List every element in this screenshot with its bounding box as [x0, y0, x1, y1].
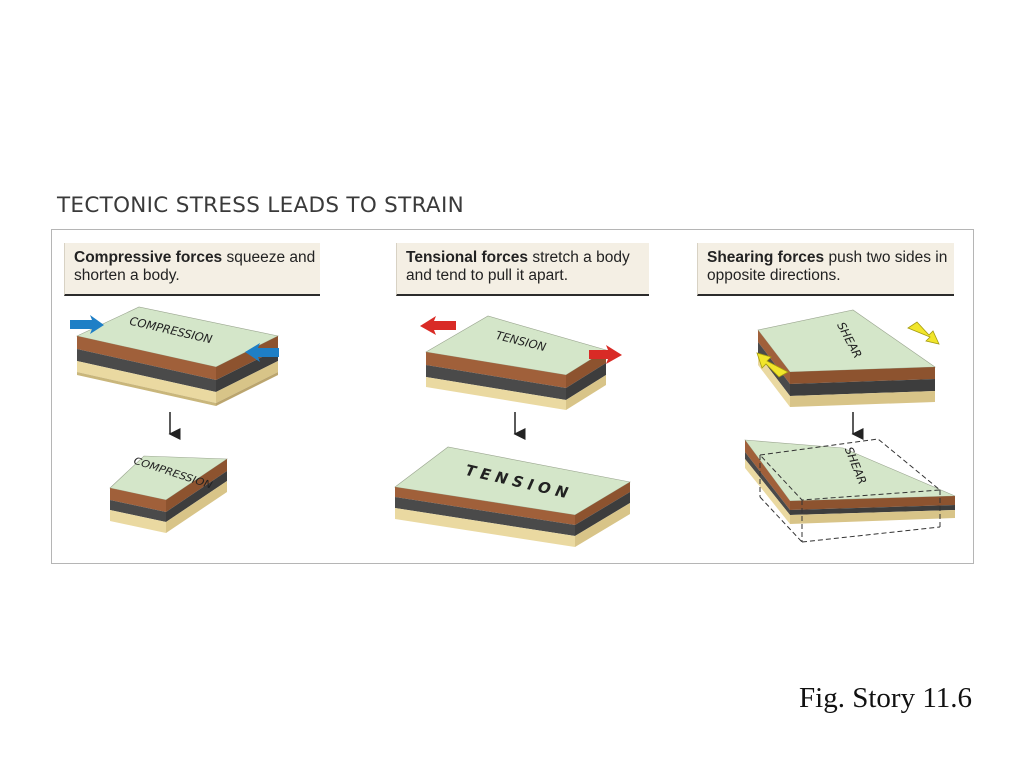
tension-caption: Tensional forces stretch a body and tend… — [396, 243, 649, 296]
diagram-title: TECTONIC STRESS LEADS TO STRAIN — [57, 193, 464, 218]
tension-block-before — [425, 315, 607, 410]
shear-outline-edge-5 — [759, 496, 803, 543]
tension-arrow-right — [589, 345, 622, 364]
compression-arrow-left — [70, 315, 104, 334]
shear-caption-text: push two sides in opposite directions. — [707, 249, 948, 284]
compression-caption-bold: Compressive forces — [74, 249, 223, 266]
shear-arrow-top — [907, 321, 940, 345]
shear-block-after — [744, 439, 956, 524]
shear-arrow-bottom — [756, 352, 789, 378]
shear-caption-bold: Shearing forces — [707, 249, 825, 266]
shear-outline-edge-4 — [801, 526, 941, 543]
tension-arrow-left — [420, 316, 456, 335]
tension-caption-text: stretch a body and tend to pull it apart… — [406, 249, 630, 284]
tension-block-after — [394, 446, 631, 547]
compression-block-before — [76, 306, 279, 406]
shear-caption: Shearing forces push two sides in opposi… — [697, 243, 954, 296]
compression-arrow-right — [245, 343, 279, 362]
compression-caption-text: squeeze and shorten a body. — [74, 249, 316, 284]
compression-block-after — [109, 455, 228, 533]
tension-caption-bold: Tensional forces — [406, 249, 529, 266]
figure-caption: Fig. Story 11.6 — [799, 682, 972, 714]
compression-caption: Compressive forces squeeze and shorten a… — [64, 243, 320, 296]
